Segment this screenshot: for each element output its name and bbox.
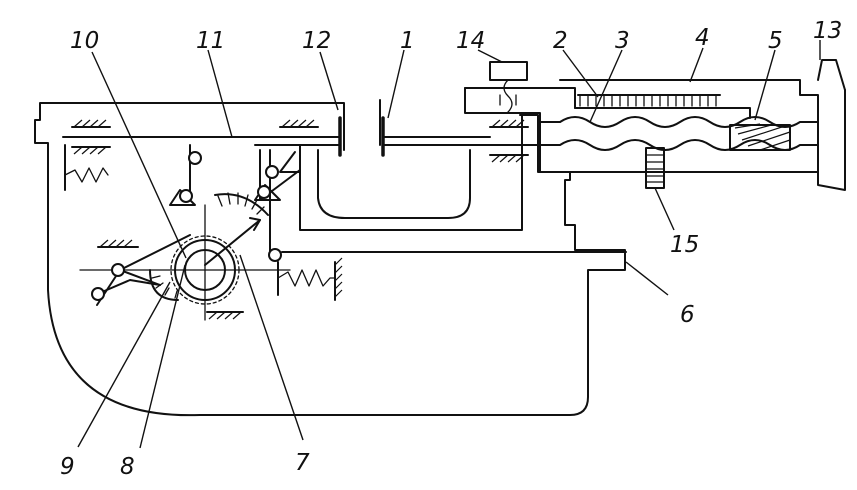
ground-supports [71, 119, 529, 320]
label-12: 12 [302, 28, 331, 54]
barrel-2 [464, 87, 751, 173]
label-10: 10 [70, 28, 99, 54]
thimble-4 [539, 59, 846, 191]
label-15: 15 [670, 232, 699, 258]
label-8: 8 [120, 454, 135, 480]
inner-lever-frame [281, 114, 627, 253]
lock-15 [645, 147, 665, 189]
label-9: 9 [60, 454, 75, 480]
pivots [91, 151, 282, 301]
part-labels: 10 11 12 1 14 2 3 4 5 13 15 6 7 8 9 [60, 18, 842, 480]
label-7: 7 [295, 450, 310, 476]
label-6: 6 [680, 302, 695, 328]
dial-scale [214, 192, 269, 216]
label-13: 13 [813, 18, 842, 44]
gear-8 [170, 235, 240, 305]
screw-3 [539, 116, 819, 151]
rod-11 [62, 116, 342, 157]
label-3: 3 [615, 28, 630, 54]
label-2: 2 [553, 28, 568, 54]
nut-5 [729, 123, 791, 151]
label-11: 11 [196, 28, 225, 54]
label-4: 4 [695, 25, 710, 51]
label-5: 5 [768, 28, 783, 54]
springs [64, 144, 336, 296]
leader-lines [77, 40, 821, 449]
clamp-14 [489, 61, 528, 113]
sector-9 [149, 269, 179, 301]
label-14: 14 [456, 28, 485, 54]
frame-body [34, 99, 626, 417]
spindle-1 [381, 116, 541, 157]
label-1: 1 [400, 28, 415, 54]
